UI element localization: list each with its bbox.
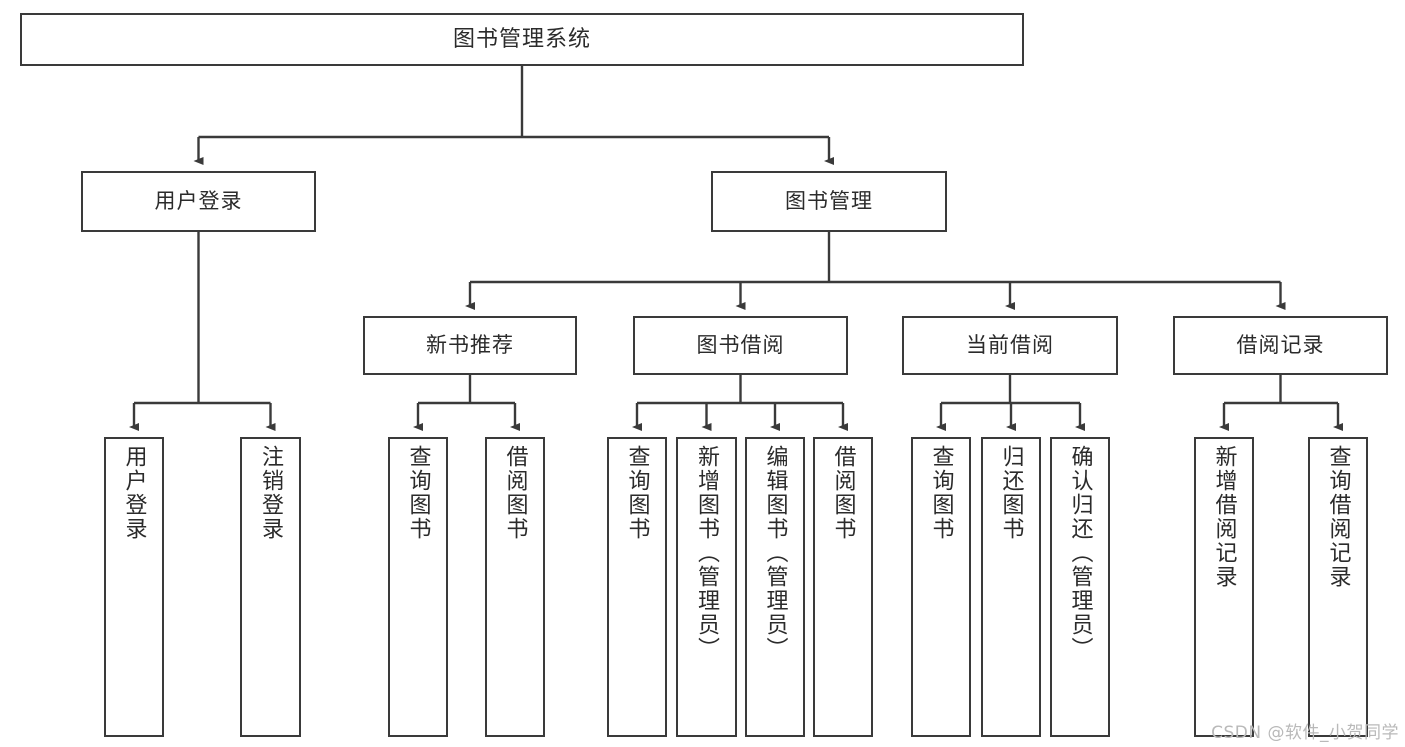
node-leaf-user-login[interactable]: 用户登录: [104, 437, 164, 737]
node-leaf-borrow-book-1-label: 借阅图书: [502, 445, 528, 541]
node-new-book-rec[interactable]: 新书推荐: [363, 316, 577, 375]
node-leaf-query-book-3-label: 查询图书: [928, 445, 954, 541]
node-user-login-label: 用户登录: [154, 189, 243, 214]
node-leaf-borrow-book-2-label: 借阅图书: [830, 445, 856, 541]
node-leaf-query-book-3[interactable]: 查询图书: [911, 437, 971, 737]
node-leaf-query-book-2[interactable]: 查询图书: [607, 437, 667, 737]
node-leaf-query-book-2-label: 查询图书: [624, 445, 650, 541]
node-leaf-query-record[interactable]: 查询借阅记录: [1308, 437, 1368, 737]
node-leaf-borrow-book-2[interactable]: 借阅图书: [813, 437, 873, 737]
node-leaf-add-book-label: 新增图书（管理员）: [694, 445, 720, 661]
node-current-borrow[interactable]: 当前借阅: [902, 316, 1118, 375]
node-book-manage-label: 图书管理: [785, 189, 873, 214]
node-leaf-user-logout[interactable]: 注销登录: [240, 437, 301, 737]
node-user-login[interactable]: 用户登录: [81, 171, 316, 232]
node-leaf-query-book-1-label: 查询图书: [405, 445, 431, 541]
node-leaf-borrow-book-1[interactable]: 借阅图书: [485, 437, 545, 737]
node-borrow-record[interactable]: 借阅记录: [1173, 316, 1388, 375]
node-leaf-edit-book-label: 编辑图书（管理员）: [762, 445, 788, 661]
node-new-book-rec-label: 新书推荐: [426, 333, 514, 358]
node-leaf-query-book-1[interactable]: 查询图书: [388, 437, 448, 737]
node-leaf-user-logout-label: 注销登录: [258, 445, 284, 541]
node-leaf-return-book[interactable]: 归还图书: [981, 437, 1041, 737]
node-leaf-add-book[interactable]: 新增图书（管理员）: [676, 437, 737, 737]
node-leaf-user-login-label: 用户登录: [121, 445, 147, 541]
node-leaf-query-record-label: 查询借阅记录: [1325, 445, 1351, 589]
node-leaf-add-record[interactable]: 新增借阅记录: [1194, 437, 1254, 737]
node-leaf-confirm-return-label: 确认归还（管理员）: [1067, 445, 1093, 661]
node-leaf-add-record-label: 新增借阅记录: [1211, 445, 1237, 589]
node-current-borrow-label: 当前借阅: [966, 333, 1054, 358]
node-book-manage[interactable]: 图书管理: [711, 171, 947, 232]
watermark: CSDN @软件_小贺同学: [1211, 723, 1399, 743]
node-borrow-record-label: 借阅记录: [1236, 333, 1325, 358]
node-book-borrow-label: 图书借阅: [696, 333, 785, 358]
node-root[interactable]: 图书管理系统: [20, 13, 1024, 66]
node-leaf-confirm-return[interactable]: 确认归还（管理员）: [1050, 437, 1110, 737]
node-leaf-return-book-label: 归还图书: [998, 445, 1024, 541]
node-root-label: 图书管理系统: [452, 26, 591, 52]
node-book-borrow[interactable]: 图书借阅: [633, 316, 848, 375]
node-leaf-edit-book[interactable]: 编辑图书（管理员）: [745, 437, 805, 737]
